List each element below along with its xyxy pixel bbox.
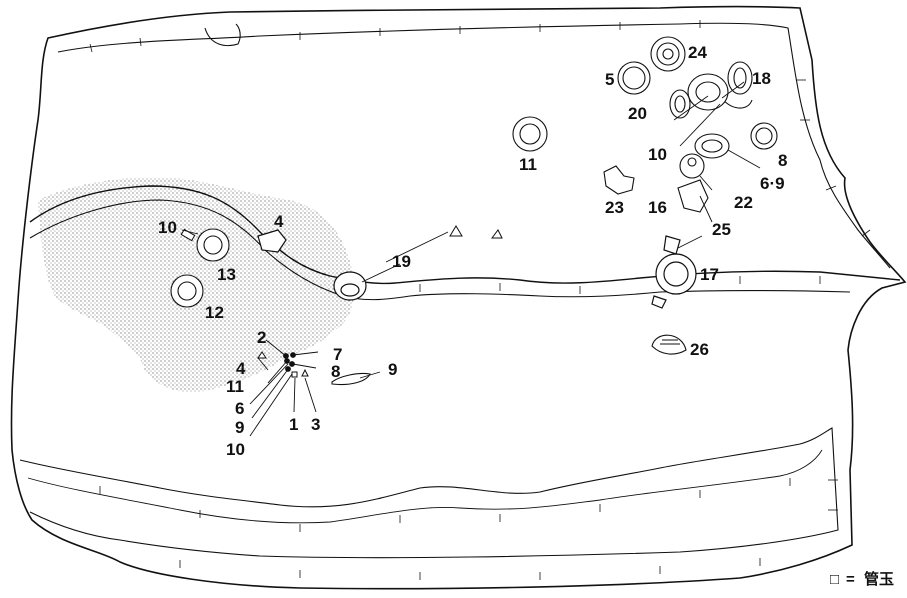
label-10-w: 10 bbox=[158, 218, 177, 237]
leader-lines bbox=[181, 81, 761, 437]
label-9-left: 9 bbox=[235, 418, 244, 437]
label-19: 19 bbox=[392, 252, 411, 271]
upper-ledge-line bbox=[57, 22, 891, 269]
label-4-upper: 4 bbox=[274, 212, 284, 231]
label-24: 24 bbox=[688, 43, 707, 62]
artifact-20-vessel bbox=[669, 89, 691, 119]
central-ridge-lower bbox=[29, 199, 851, 301]
central-ridge-upper bbox=[29, 185, 901, 285]
label-6-9: 6·9 bbox=[760, 174, 785, 193]
notch bbox=[204, 23, 241, 47]
artifact-11-ring-center bbox=[512, 116, 548, 152]
label-4-lower: 4 bbox=[236, 359, 246, 378]
pit-outline bbox=[10, 5, 907, 590]
legend: □ = 管玉 bbox=[830, 570, 894, 588]
label-13: 13 bbox=[217, 265, 236, 284]
artifact-17-vessel bbox=[651, 235, 697, 309]
artifact-19-vessel bbox=[333, 271, 367, 301]
artifact-26-shell bbox=[651, 334, 687, 355]
label-8-ne: 8 bbox=[778, 151, 787, 170]
artifact-18-vessel bbox=[721, 61, 753, 109]
label-12: 12 bbox=[205, 303, 224, 322]
fragment-small-a bbox=[449, 225, 463, 237]
label-17: 17 bbox=[700, 265, 719, 284]
label-10-lower: 10 bbox=[226, 440, 245, 459]
ledge-hatching bbox=[89, 20, 871, 580]
legend-symbol: □ bbox=[830, 571, 839, 588]
label-11: 11 bbox=[519, 155, 537, 174]
artifact-12-ring bbox=[170, 274, 204, 308]
label-10-ne: 10 bbox=[648, 145, 667, 164]
artifact-10-vessel-ne bbox=[687, 73, 729, 111]
artifact-10-bead-west bbox=[180, 228, 196, 242]
label-25: 25 bbox=[712, 220, 731, 239]
label-18: 18 bbox=[752, 69, 771, 88]
label-9-right: 9 bbox=[388, 360, 397, 379]
artifact-16-fragment bbox=[677, 179, 709, 213]
label-22: 22 bbox=[734, 193, 753, 212]
artifact-13-ring bbox=[196, 228, 230, 262]
legend-equals: = bbox=[846, 571, 855, 588]
artifact-5-ring bbox=[617, 61, 651, 95]
label-23: 23 bbox=[605, 198, 624, 217]
fragment-small-b bbox=[491, 229, 503, 239]
label-26: 26 bbox=[690, 340, 709, 359]
label-2: 2 bbox=[257, 328, 266, 347]
lower-inner-line bbox=[27, 449, 823, 524]
artifact-6-9-disc bbox=[694, 133, 730, 159]
legend-text: 管玉 bbox=[864, 570, 894, 588]
label-1: 1 bbox=[289, 415, 298, 434]
artifact-8-ring bbox=[750, 122, 778, 150]
label-16: 16 bbox=[648, 198, 667, 217]
lower-ledge-line bbox=[19, 427, 839, 559]
artifact-23-vessel bbox=[603, 165, 635, 195]
label-11-lower: 11 bbox=[226, 377, 244, 396]
labels: 24 5 18 20 11 10 8 6·9 23 16 22 25 17 26… bbox=[158, 43, 787, 459]
artifact-22-vessel bbox=[679, 153, 705, 179]
label-20: 20 bbox=[628, 104, 647, 123]
label-5: 5 bbox=[605, 70, 614, 89]
artifact-9-elongated bbox=[331, 372, 371, 386]
artifact-24-vessel-lid bbox=[650, 36, 686, 72]
label-6: 6 bbox=[235, 399, 244, 418]
label-7: 7 bbox=[333, 345, 342, 364]
label-3: 3 bbox=[311, 415, 320, 434]
artifact-4-fragment-upper bbox=[257, 229, 287, 253]
label-8-lower: 8 bbox=[331, 362, 340, 381]
